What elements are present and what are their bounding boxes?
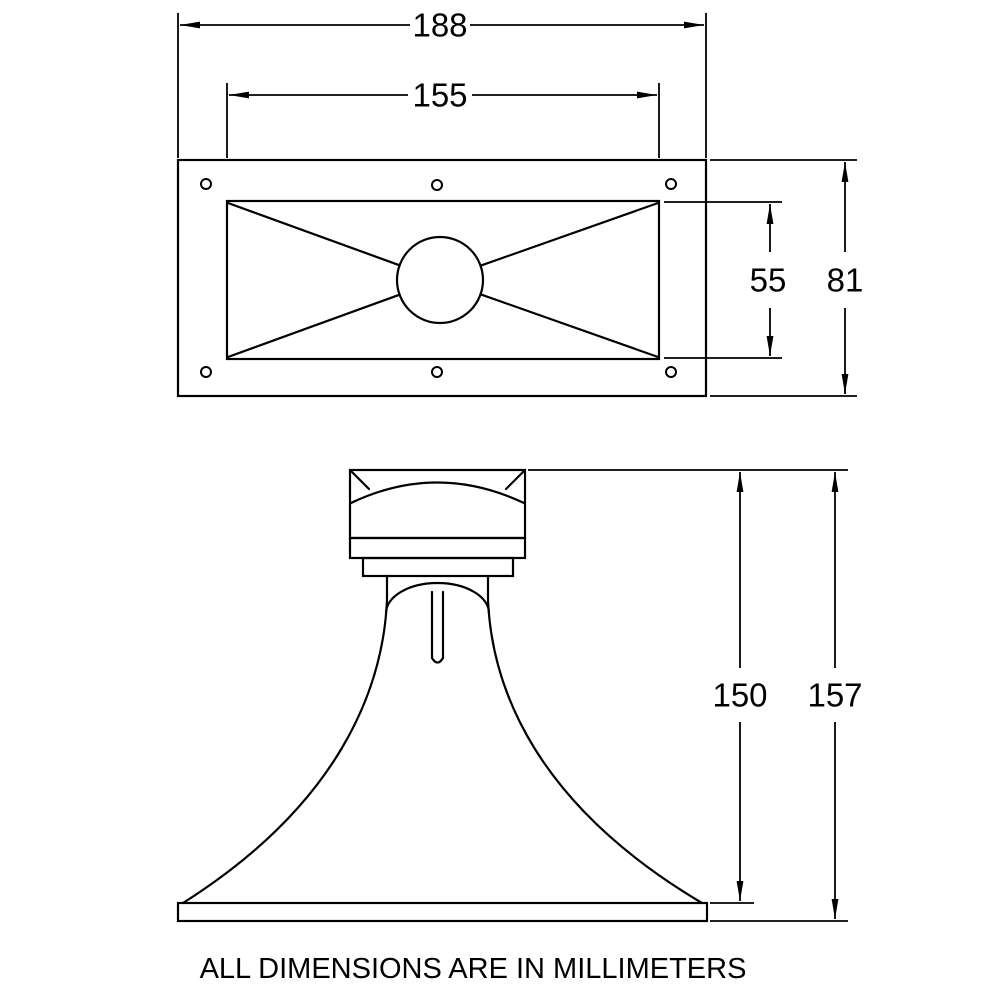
dimension-horn-total-height: 157 [710, 472, 863, 922]
flange-front-view [176, 158, 708, 398]
mounting-hole [665, 178, 677, 190]
diagonal-line [479, 201, 660, 267]
diagonal-line [479, 293, 660, 359]
driver-neck-band [361, 556, 515, 578]
dimension-flange-inner-height: 55 [664, 201, 787, 359]
driver-dome-curve [349, 481, 526, 505]
horn-flare-right [486, 598, 704, 905]
dim-label-188: 188 [412, 7, 467, 44]
horn-mouth-diagonal-lines [226, 201, 660, 359]
diagonal-line [226, 201, 401, 267]
mounting-hole [665, 366, 677, 378]
driver-corner-bevel [349, 469, 371, 491]
horn-throat-circle [395, 235, 485, 325]
dim-label-150: 150 [712, 677, 767, 714]
dimension-flange-outer-height: 81 [710, 159, 864, 397]
horn-side-view [176, 468, 709, 923]
dim-label-55: 55 [750, 262, 787, 299]
dim-label-155: 155 [412, 77, 467, 114]
mounting-hole [200, 178, 212, 190]
horn-flare-left [181, 598, 389, 905]
horn-mouth-flange [176, 901, 709, 923]
diagonal-line [226, 293, 401, 359]
flange-outer-rect [176, 158, 708, 398]
mounting-hole [431, 366, 443, 378]
driver-flange-band [348, 536, 527, 560]
mounting-hole [200, 366, 212, 378]
dim-label-81: 81 [827, 262, 864, 299]
driver-housing [348, 468, 527, 540]
center-stem-tip [430, 656, 445, 664]
flange-inner-opening-rect [225, 199, 661, 361]
dimension-flange-outer-width: 188 [177, 7, 707, 158]
mounting-hole [431, 179, 443, 191]
mounting-holes [200, 178, 677, 378]
dimension-flange-inner-width: 155 [226, 77, 660, 158]
dimension-horn-flare-height: 150 [528, 469, 848, 904]
driver-corner-bevel [504, 469, 526, 491]
units-note: ALL DIMENSIONS ARE IN MILLIMETERS [200, 953, 747, 985]
dim-label-157: 157 [807, 677, 862, 714]
phase-plug-dome [384, 581, 491, 615]
